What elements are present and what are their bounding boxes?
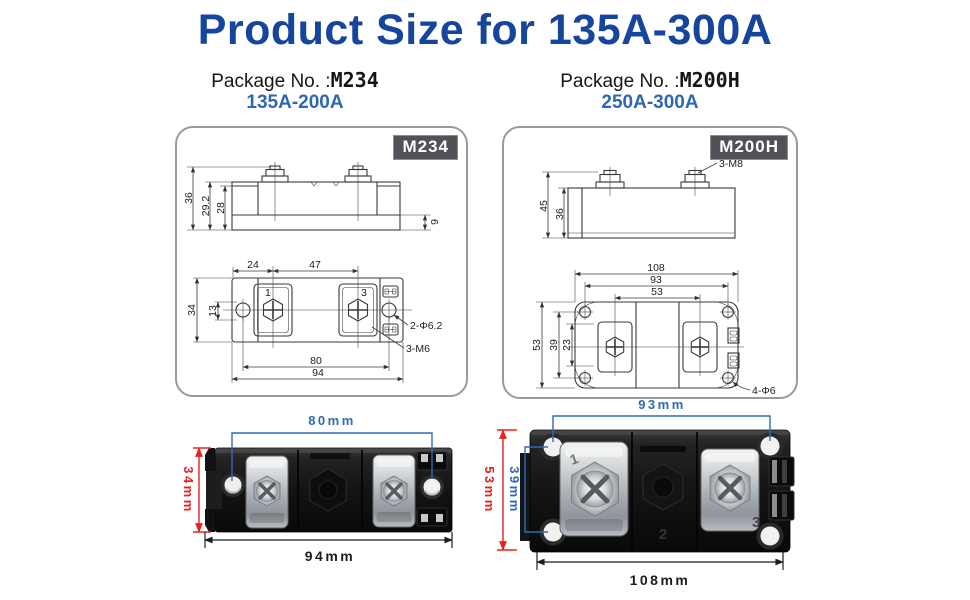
- dim-9: 9: [429, 219, 441, 225]
- phillips-screw-icon: [385, 482, 403, 500]
- m200h-metal-terminal-2: [700, 448, 760, 532]
- marking-3: 3: [752, 514, 760, 531]
- dim-39: 39: [548, 339, 560, 351]
- drawing-box-m200h: M200H: [502, 126, 798, 399]
- phillips-screw-icon: [717, 475, 743, 501]
- m234-terminal-pad-3: [338, 266, 378, 348]
- m200h-terminal-bolt: [680, 167, 710, 196]
- dim-23: 23: [561, 339, 573, 351]
- photo-dim-53mm: 53mm: [482, 466, 497, 514]
- phillips-screw-icon: [580, 474, 610, 504]
- m200h-top-view: 108 93 53 53 39: [531, 262, 776, 397]
- package-number-right: M200H: [679, 68, 740, 92]
- m234-mounting-hole-left: [221, 473, 245, 497]
- m200h-terminal-pad-1: [597, 294, 633, 376]
- callout-2-phi-6-2: 2-Φ6.2: [410, 320, 442, 332]
- m200h-center-hex-nut: [642, 463, 684, 511]
- dim-34: 34: [186, 304, 198, 316]
- photo-dim-39mm: 39mm: [507, 466, 522, 514]
- m200h-side-view: 45 36 3-M8: [538, 158, 743, 239]
- m200h-gate-terminal-blocks: [768, 456, 795, 521]
- photo-dim-80mm: 80mm: [308, 413, 356, 428]
- marking-2: 2: [659, 526, 667, 543]
- drawing-box-m234: M234: [175, 126, 468, 397]
- package-line-left: Package No. :M234: [160, 68, 430, 93]
- dim-36b: 36: [554, 208, 566, 220]
- m200h-top-dimensions: 108 93 53 53 39: [531, 262, 776, 397]
- photo-dim-108mm: 108mm: [630, 572, 691, 588]
- m234-terminal-bolt: [261, 162, 289, 221]
- m200h-terminal-bolt: [595, 167, 625, 196]
- m200h-gate-terminals: [727, 327, 740, 369]
- m200h-side-dimensions: 45 36: [538, 171, 598, 239]
- photo-dim-94mm: 94mm: [305, 548, 355, 564]
- m234-top-dimensions: 24 47 34 13 80 94: [186, 259, 442, 383]
- m234-side-dimensions: 36 29.2 28 9: [183, 166, 441, 231]
- m234-top-view: 1 3: [186, 259, 442, 383]
- m234-photo-dimensions: 80mm 34mm 94mm: [181, 413, 453, 564]
- m234-metal-terminal-1: [245, 455, 289, 529]
- m200h-terminal-pad-2: [682, 294, 718, 376]
- dim-45: 45: [538, 200, 550, 212]
- phillips-screw-icon: [258, 482, 276, 500]
- range-left: 135A-200A: [246, 92, 344, 113]
- dim-94: 94: [312, 367, 324, 379]
- dim-36: 36: [183, 192, 195, 204]
- terminal-1-label: 1: [265, 287, 271, 299]
- badge-m200h: M200H: [710, 135, 788, 160]
- m200h-photo-dimensions: 93mm 53mm 39mm 108mm: [482, 397, 784, 588]
- m234-gate-terminals: [382, 285, 399, 336]
- m234-technical-drawing: 36 29.2 28 9: [183, 162, 442, 383]
- terminal-3-label: 3: [361, 287, 367, 299]
- m234-center-hex-nut: [309, 468, 347, 512]
- m234-product-photo: 80mm 34mm 94mm: [181, 413, 453, 564]
- dim-47: 47: [309, 259, 321, 271]
- m200h-mounting-holes-photo: [539, 432, 784, 550]
- m200h-product-photo: 1 2 3 93mm 53mm 39mm 108mm: [482, 397, 795, 588]
- m234-terminal-bolt: [344, 162, 372, 221]
- photo-dim-93mm: 93mm: [638, 397, 686, 412]
- m234-metal-terminal-2: [372, 454, 416, 528]
- m234-side-view: 36 29.2 28 9: [183, 162, 441, 231]
- photo-dim-34mm: 34mm: [181, 466, 196, 514]
- callout-3-m8: 3-M8: [719, 158, 743, 170]
- callout-4-phi-6: 4-Φ6: [752, 385, 776, 397]
- m234-mounting-hole-right: [420, 475, 444, 499]
- dim-53-width: 53: [651, 286, 663, 298]
- badge-m234: M234: [393, 135, 458, 160]
- page-title: Product Size for 135A-300A: [197, 6, 773, 54]
- dim-53-height: 53: [531, 339, 543, 351]
- callout-3-m6: 3-M6: [406, 343, 430, 355]
- m200h-technical-drawing: 45 36 3-M8: [531, 158, 776, 397]
- package-label-right: Package No. :: [560, 71, 680, 92]
- dim-24: 24: [247, 259, 259, 271]
- dim-108: 108: [647, 262, 665, 274]
- dim-13: 13: [207, 305, 219, 317]
- dim-29-2: 29.2: [200, 196, 212, 217]
- m200h-metal-terminal-1: [559, 441, 629, 537]
- m234-terminal-pad-1: [253, 266, 293, 348]
- dim-28: 28: [215, 202, 227, 214]
- dim-80: 80: [310, 355, 322, 367]
- package-label-left: Package No. :: [211, 71, 331, 92]
- m200h-mounting-holes: [577, 304, 736, 386]
- range-right: 250A-300A: [601, 92, 699, 113]
- dim-93: 93: [650, 274, 662, 286]
- package-number-left: M234: [330, 68, 379, 92]
- package-line-right: Package No. :M200H: [505, 68, 795, 93]
